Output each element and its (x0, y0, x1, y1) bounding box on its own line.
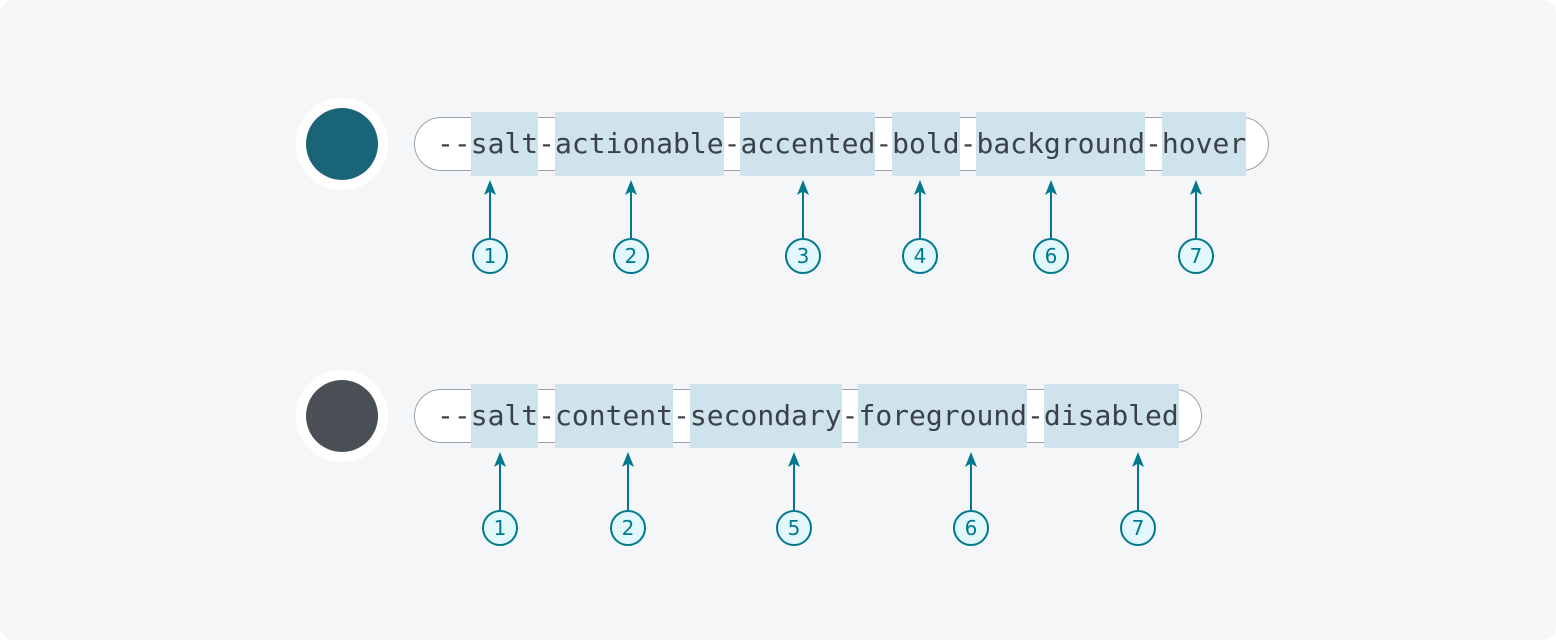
token-segment-disabled[interactable]: disabled (1043, 384, 1179, 448)
callout-marker-6[interactable]: 6 (1029, 180, 1073, 274)
token-separator: - (538, 399, 556, 432)
callout-number: 4 (902, 238, 938, 274)
token-separator: - (841, 399, 859, 432)
callout-number: 7 (1178, 238, 1214, 274)
token-segment-hover[interactable]: hover (1161, 112, 1247, 176)
callout-marker-4[interactable]: 4 (898, 180, 942, 274)
arrow-up-icon (1045, 180, 1057, 238)
token-separator: - (673, 399, 690, 432)
arrow-up-icon (797, 180, 809, 238)
color-swatch-ring-2 (296, 370, 388, 462)
token-separator: - (723, 127, 741, 160)
callout-marker-2[interactable]: 2 (606, 452, 650, 546)
callout-number: 2 (610, 510, 646, 546)
token-separator: - (538, 127, 556, 160)
token-segment-salt[interactable]: salt (470, 112, 539, 176)
arrow-up-icon (1190, 180, 1202, 238)
callout-number: 7 (1120, 510, 1156, 546)
token-segment-secondary[interactable]: secondary (689, 384, 842, 448)
arrow-up-icon (484, 180, 496, 238)
arrow-up-icon (494, 452, 506, 510)
token-segment-content[interactable]: content (555, 384, 674, 448)
callout-marker-7[interactable]: 7 (1116, 452, 1160, 546)
callout-marker-3[interactable]: 3 (781, 180, 825, 274)
callout-number: 1 (482, 510, 518, 546)
callout-marker-1[interactable]: 1 (468, 180, 512, 274)
token-prefix-1: -- (437, 127, 471, 160)
arrow-up-icon (914, 180, 926, 238)
token-segment-bold[interactable]: bold (892, 112, 960, 176)
token-segment-background[interactable]: background (976, 112, 1146, 176)
token-separator: - (1027, 399, 1044, 432)
color-swatch-gray (306, 380, 378, 452)
callout-marker-5[interactable]: 5 (772, 452, 816, 546)
callout-number: 6 (953, 510, 989, 546)
token-prefix-2: -- (437, 399, 471, 432)
token-separator: - (875, 127, 893, 160)
callout-marker-1[interactable]: 1 (478, 452, 522, 546)
arrow-up-icon (622, 452, 634, 510)
callout-marker-2[interactable]: 2 (609, 180, 653, 274)
callout-number: 3 (785, 238, 821, 274)
callout-marker-6[interactable]: 6 (949, 452, 993, 546)
color-swatch-ring-1 (296, 98, 388, 190)
token-segment-accented[interactable]: accented (740, 112, 876, 176)
token-pill-2[interactable]: --salt-content-secondary-foreground-disa… (414, 384, 1202, 448)
token-separator: - (959, 127, 977, 160)
callout-number: 5 (776, 510, 812, 546)
arrow-up-icon (1132, 452, 1144, 510)
callout-number: 1 (472, 238, 508, 274)
token-pill-1[interactable]: --salt-actionable-accented-bold-backgrou… (414, 112, 1270, 176)
callout-number: 2 (613, 238, 649, 274)
color-swatch-teal (306, 108, 378, 180)
token-segment-foreground[interactable]: foreground (858, 384, 1028, 448)
token-segment-actionable[interactable]: actionable (555, 112, 724, 176)
token-separator: - (1145, 127, 1162, 160)
callout-number: 6 (1033, 238, 1069, 274)
arrow-up-icon (965, 452, 977, 510)
arrow-up-icon (625, 180, 637, 238)
arrow-up-icon (788, 452, 800, 510)
callout-marker-7[interactable]: 7 (1174, 180, 1218, 274)
token-segment-salt[interactable]: salt (470, 384, 539, 448)
